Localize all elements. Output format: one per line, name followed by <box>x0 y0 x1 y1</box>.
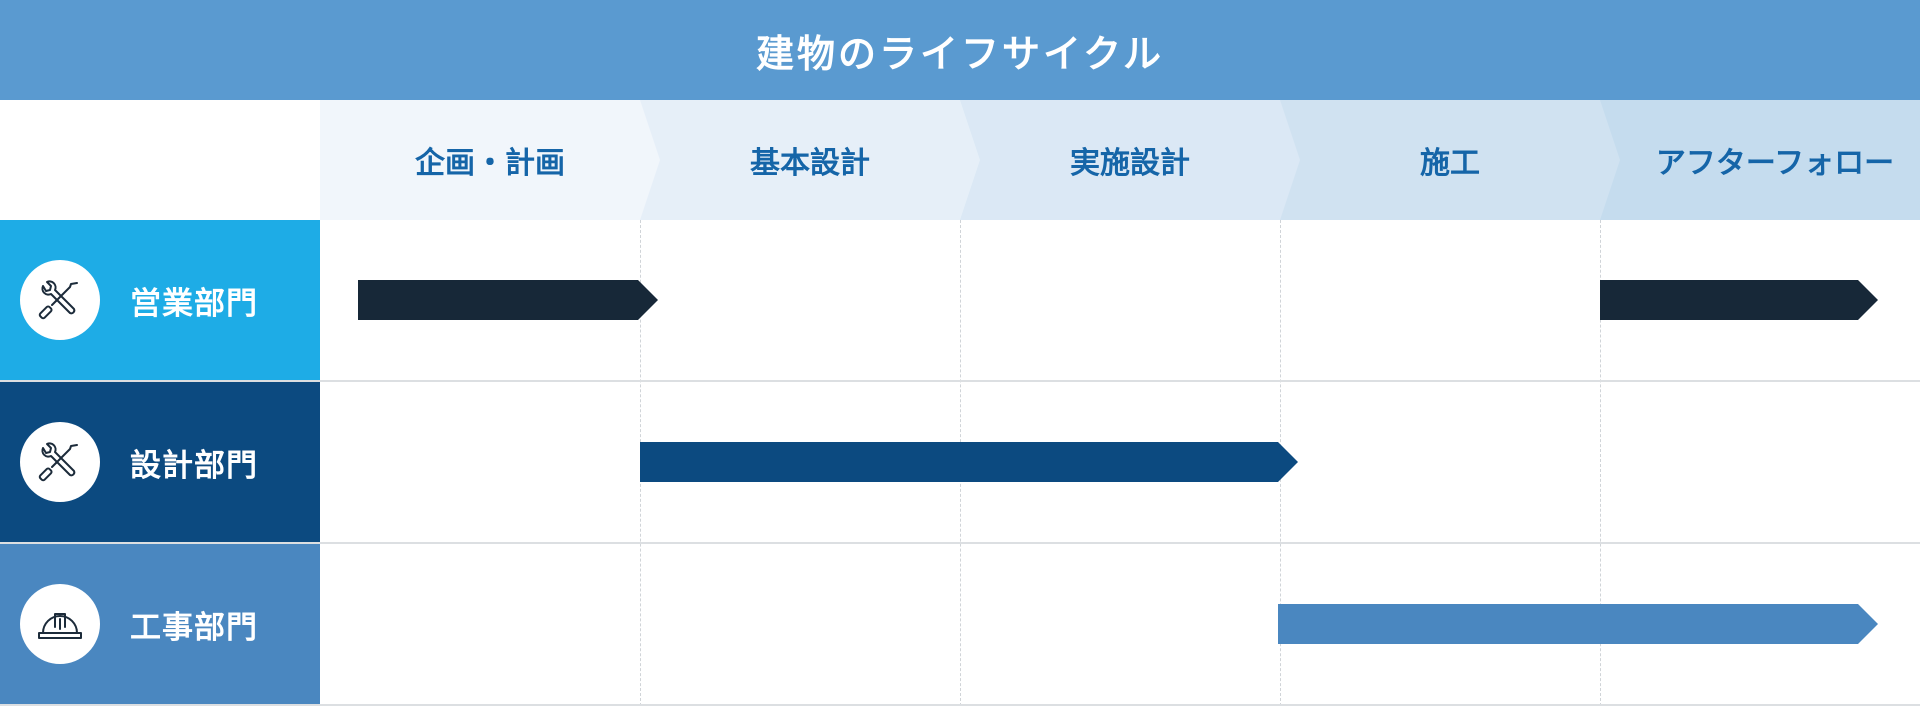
bar-construction-build-to-after <box>1278 604 1878 644</box>
row-divider <box>0 542 1920 544</box>
dept-row-design: 設計部門 <box>0 382 320 542</box>
phase-label-detailed-design: 実施設計 <box>1070 146 1190 181</box>
dept-row-sales: 営業部門 <box>0 220 320 380</box>
dept-icon-circle <box>20 260 100 340</box>
dept-icon-circle <box>20 422 100 502</box>
dept-label-design: 設計部門 <box>130 447 258 484</box>
phase-header-planning: 企画・計画 <box>320 100 660 220</box>
phase-header-construction: 施工 <box>1280 100 1620 220</box>
phase-label-after-follow: アフターフォロー <box>1655 146 1895 181</box>
phase-label-construction: 施工 <box>1420 146 1480 181</box>
row-divider <box>0 380 1920 382</box>
dept-label-sales: 営業部門 <box>130 285 258 322</box>
dept-row-construction: 工事部門 <box>0 544 320 704</box>
page-title: 建物のライフサイクル <box>0 0 1920 100</box>
phase-header-basic-design: 基本設計 <box>640 100 980 220</box>
phase-label-basic-design: 基本設計 <box>750 146 870 181</box>
dept-icon-circle <box>20 584 100 664</box>
bar-sales-after-follow <box>1600 280 1878 320</box>
tools-icon <box>38 280 78 320</box>
phase-header-after-follow: アフターフォロー <box>1600 100 1920 220</box>
grid-line <box>1600 220 1601 706</box>
row-divider <box>0 704 1920 706</box>
bar-sales-planning <box>358 280 658 320</box>
hard-hat-icon <box>38 613 82 639</box>
bar-design-basic-to-detailed <box>640 442 1298 482</box>
page-title-text: 建物のライフサイクル <box>755 31 1165 76</box>
phase-header-detailed-design: 実施設計 <box>960 100 1300 220</box>
phase-label-planning: 企画・計画 <box>415 146 565 181</box>
tools-icon <box>38 442 78 482</box>
dept-label-construction: 工事部門 <box>130 609 258 646</box>
